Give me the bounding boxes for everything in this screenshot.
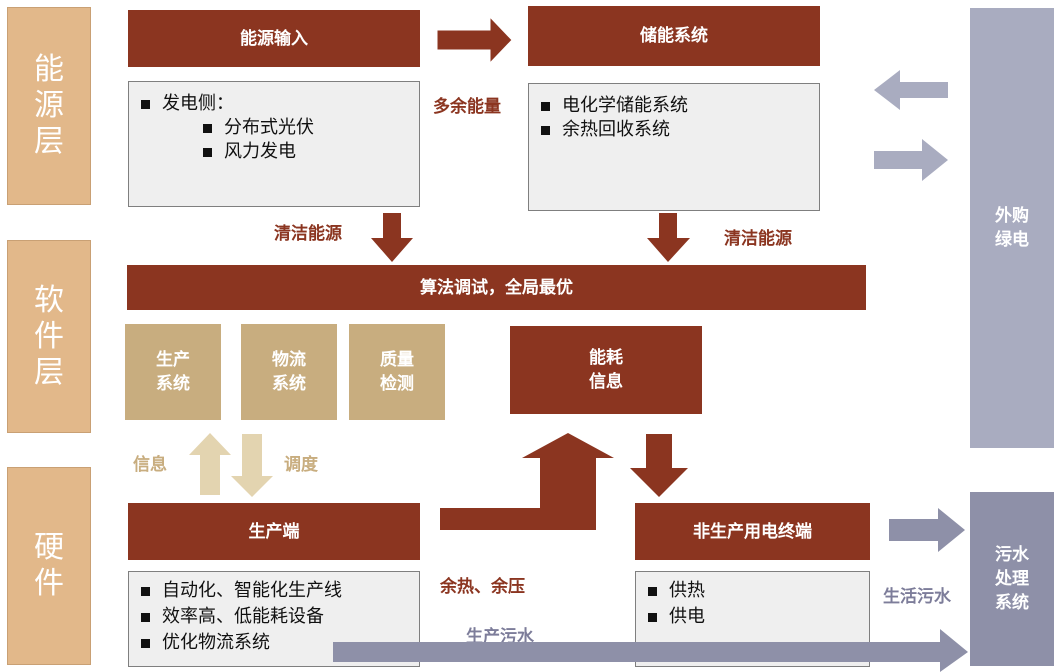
quality-inspection-module: 质量 检测 (349, 324, 445, 420)
up-arrow-icon (189, 433, 231, 495)
clean-energy-label-left: 清洁能源 (274, 224, 342, 244)
list-item: 效率高、低能耗设备 (141, 604, 407, 630)
down-arrow-icon (371, 213, 413, 262)
down-arrow-icon (647, 213, 690, 262)
energy-input-header: 能源输入 (128, 10, 420, 67)
non-production-header: 非生产用电终端 (635, 503, 870, 560)
energy-consumption-info: 能耗 信息 (510, 326, 702, 414)
list-item: 供热 (648, 578, 857, 604)
elbow-arrow-icon (440, 433, 614, 530)
list-item: 风力发电 (141, 140, 407, 164)
algorithm-bar: 算法调试，全局最优 (127, 265, 866, 310)
list-item: 余热回收系统 (541, 118, 807, 142)
hardware-layer-label: 硬 件 (7, 467, 91, 665)
surplus-energy-label: 多余能量 (433, 97, 501, 117)
dispatch-label: 调度 (284, 455, 318, 475)
right-arrow-icon (889, 508, 965, 552)
list-item: 供电 (648, 604, 857, 630)
clean-energy-label-right: 清洁能源 (724, 229, 792, 249)
storage-box: 电化学储能系统 余热回收系统 (528, 83, 820, 211)
purchased-green-power: 外购 绿电 (970, 8, 1054, 448)
domestic-sewage-label: 生活污水 (883, 587, 951, 607)
energy-input-box: 发电侧： 分布式光伏 风力发电 (128, 81, 420, 207)
production-end-header: 生产端 (128, 503, 420, 560)
down-arrow-icon (630, 434, 688, 497)
list-item: 分布式光伏 (141, 116, 407, 140)
production-system-module: 生产 系统 (125, 324, 221, 420)
list-item: 自动化、智能化生产线 (141, 578, 407, 604)
left-arrow-icon (874, 70, 948, 110)
right-arrow-icon (874, 139, 948, 181)
right-arrow-icon (436, 15, 513, 65)
waste-heat-label: 余热、余压 (440, 577, 525, 597)
info-label: 信息 (133, 455, 167, 475)
list-item: 优化物流系统 (141, 630, 407, 656)
sewage-treatment-system: 污水 处理 系统 (970, 492, 1054, 666)
energy-layer-label: 能 源 层 (7, 7, 91, 205)
storage-header: 储能系统 (528, 6, 820, 66)
down-arrow-icon (231, 434, 273, 497)
logistics-system-module: 物流 系统 (241, 324, 337, 420)
list-item: 电化学储能系统 (541, 94, 807, 118)
right-arrow-icon (333, 629, 968, 672)
list-item: 发电侧： (141, 92, 407, 116)
software-layer-label: 软 件 层 (7, 240, 91, 433)
